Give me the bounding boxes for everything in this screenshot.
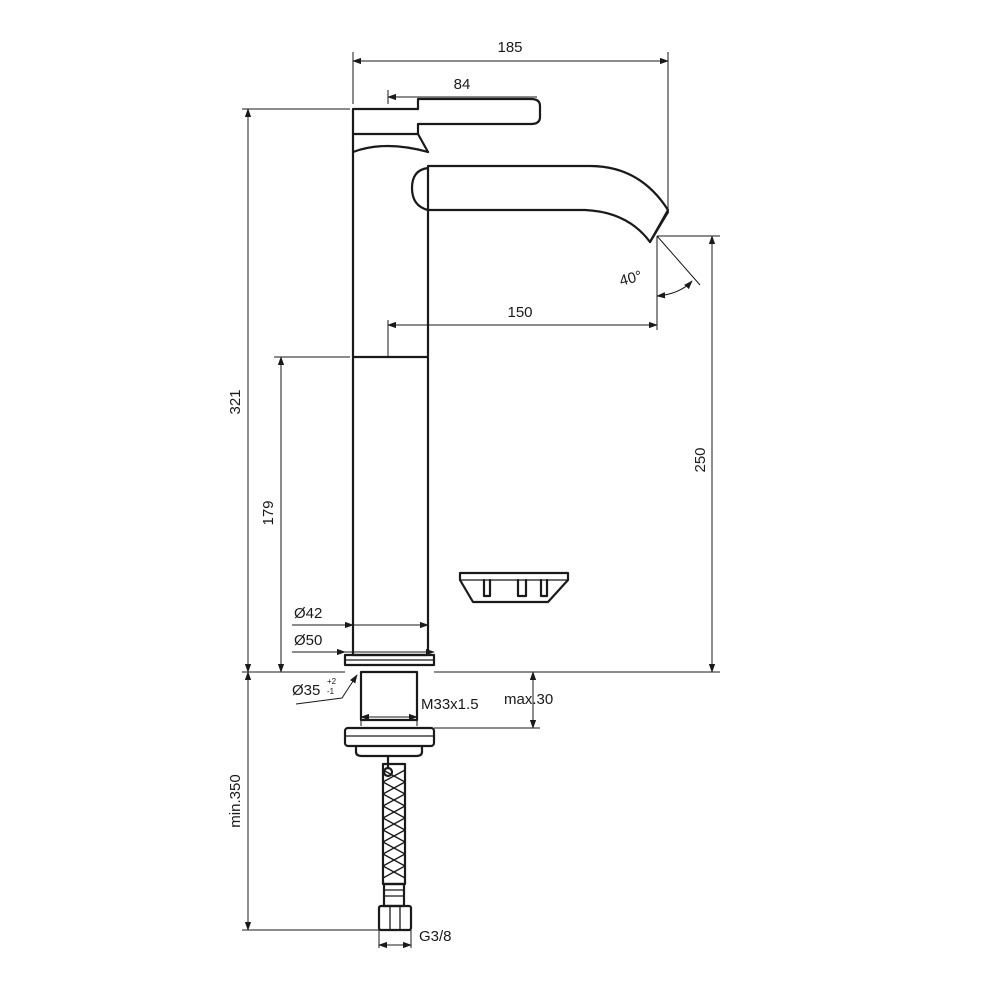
label-d35: Ø35 [292, 682, 320, 699]
lever-handle [351, 97, 542, 136]
label-d35-tol-upper: +2 [327, 677, 337, 686]
label-min350: min.350 [227, 774, 244, 827]
aerator-detail [458, 571, 570, 604]
label-321: 321 [227, 389, 244, 414]
dimension-lines [244, 57, 716, 949]
spout [410, 164, 670, 358]
dim-d35-leader [295, 674, 358, 705]
label-185: 185 [497, 39, 522, 56]
label-84: 84 [454, 76, 471, 93]
fixing-nut [343, 726, 436, 748]
dim-angle-arc [656, 280, 693, 299]
label-d42: Ø42 [294, 605, 322, 622]
tap-outline [343, 97, 670, 932]
label-150: 150 [507, 304, 532, 321]
threaded-shank [359, 670, 419, 722]
label-179: 179 [260, 500, 277, 525]
label-d35-tol-lower: -1 [327, 687, 335, 696]
connection-nut [377, 904, 413, 932]
label-max30: max.30 [504, 691, 553, 708]
label-g38: G3/8 [419, 928, 452, 945]
dimension-labels: 185 84 150 40° 321 250 179 min.350 Ø42 Ø… [227, 39, 709, 945]
braided-hose [381, 762, 407, 886]
label-d50: Ø50 [294, 632, 322, 649]
tap-body [351, 355, 430, 657]
label-40-degrees: 40° [618, 268, 644, 290]
label-250: 250 [692, 447, 709, 472]
label-m33: M33x1.5 [421, 696, 479, 713]
